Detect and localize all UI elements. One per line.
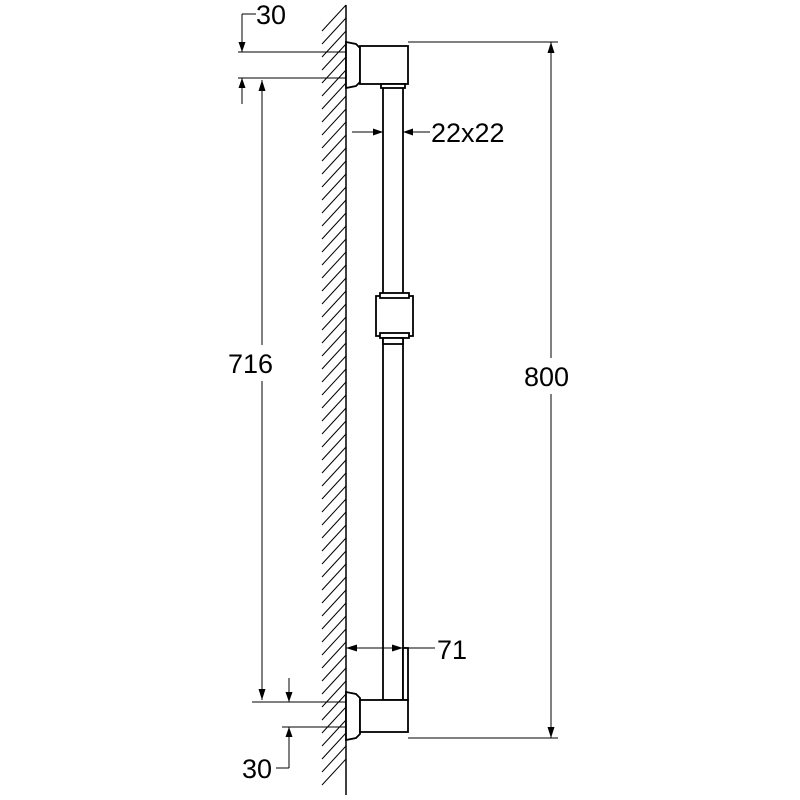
sliding-holder bbox=[375, 295, 414, 337]
sliding-holder-clamp bbox=[382, 337, 404, 345]
wall-hatch-line bbox=[321, 394, 347, 422]
wall-hatch-line bbox=[321, 667, 347, 695]
wall-hatch-line bbox=[321, 732, 347, 760]
wall-hatch-line bbox=[321, 355, 347, 383]
spacing-label: 716 bbox=[228, 349, 273, 379]
top-bracket bbox=[359, 45, 409, 85]
total-label-bg bbox=[522, 358, 582, 394]
rail-bar bbox=[382, 79, 404, 701]
wall-hatch-line bbox=[321, 121, 347, 149]
bottom-offset-arrow-down bbox=[285, 692, 293, 702]
profile-arrow-left bbox=[373, 128, 383, 136]
total-arrow-top bbox=[547, 42, 555, 53]
rail-lower-sleeve bbox=[402, 647, 409, 701]
top-offset-arrow-down bbox=[238, 42, 246, 52]
wall-hatch-line bbox=[321, 199, 347, 227]
total-arrow-bottom bbox=[547, 727, 555, 738]
top-bracket-collar bbox=[380, 83, 406, 89]
wall-hatch-line bbox=[321, 342, 347, 370]
wall-hatch-line bbox=[321, 446, 347, 474]
bottom-bracket bbox=[359, 699, 409, 733]
wall-hatch-line bbox=[321, 498, 347, 526]
wall-hatch-line bbox=[321, 524, 347, 552]
wall-hatch-line bbox=[321, 485, 347, 513]
wall-hatch-line bbox=[321, 43, 347, 71]
spacing-label-bg bbox=[226, 345, 282, 381]
wall-hatch-line bbox=[321, 433, 347, 461]
wall-hatch-line bbox=[321, 628, 347, 656]
wall-hatch-line bbox=[321, 368, 347, 396]
dimension-total-length: 800 bbox=[408, 41, 582, 739]
wall-hatch-line bbox=[321, 225, 347, 253]
dimension-top-offset: 30 bbox=[238, 0, 346, 104]
wall-hatch-line bbox=[321, 550, 347, 578]
wall-hatch-line bbox=[321, 563, 347, 591]
wall-hatch-line bbox=[321, 69, 347, 97]
wall-hatch-line bbox=[321, 251, 347, 279]
wall-hatch-line bbox=[321, 4, 347, 32]
depth-arrow-left bbox=[346, 644, 357, 652]
wall-hatch-line bbox=[321, 316, 347, 344]
wall-hatch-line bbox=[321, 56, 347, 84]
dimension-profile: 22x22 bbox=[352, 118, 505, 148]
wall-hatch-line bbox=[321, 459, 347, 487]
wall-hatch-line bbox=[321, 576, 347, 604]
spacing-arrow-bottom bbox=[258, 689, 266, 700]
wall-hatch-line bbox=[321, 680, 347, 708]
wall-hatch-line bbox=[321, 758, 347, 786]
dimension-depth: 71 bbox=[346, 635, 467, 665]
total-label: 800 bbox=[524, 362, 569, 392]
wall-hatch-line bbox=[321, 277, 347, 305]
top-offset-label: 30 bbox=[256, 0, 286, 30]
wall-hatch-line bbox=[321, 589, 347, 617]
sliding-holder-top-cap bbox=[379, 292, 410, 299]
wall-hatch-line bbox=[321, 654, 347, 682]
wall-hatch-line bbox=[321, 108, 347, 136]
wall-hatch-line bbox=[321, 30, 347, 58]
wall-hatch-line bbox=[321, 212, 347, 240]
bottom-wall-rosette bbox=[345, 690, 361, 742]
dimension-bottom-offset: 30 bbox=[242, 678, 346, 784]
wall-hatch-line bbox=[321, 537, 347, 565]
wall bbox=[321, 4, 347, 795]
wall-hatch-line bbox=[321, 472, 347, 500]
wall-hatch-line bbox=[321, 134, 347, 162]
wall-hatch-line bbox=[321, 602, 347, 630]
bottom-offset-label: 30 bbox=[242, 754, 272, 784]
depth-arrow-right bbox=[392, 644, 403, 652]
wall-hatch-line bbox=[321, 186, 347, 214]
wall-hatch-line bbox=[321, 420, 347, 448]
wall-hatch-line bbox=[321, 615, 347, 643]
wall-hatch-line bbox=[321, 693, 347, 721]
wall-hatch-line bbox=[321, 173, 347, 201]
spacing-arrow-top bbox=[258, 80, 266, 91]
profile-label: 22x22 bbox=[431, 118, 505, 148]
wall-hatch-line bbox=[321, 95, 347, 123]
wall-hatch-line bbox=[321, 290, 347, 318]
wall-hatch-line bbox=[321, 381, 347, 409]
wall-hatch-line bbox=[321, 82, 347, 110]
wall-hatch-line bbox=[321, 238, 347, 266]
wall-hatch-line bbox=[321, 160, 347, 188]
wall-hatch-line bbox=[321, 511, 347, 539]
wall-hatch-line bbox=[321, 303, 347, 331]
top-wall-rosette bbox=[345, 40, 361, 90]
bottom-offset-arrow-up bbox=[285, 727, 293, 737]
wall-hatch-line bbox=[321, 17, 347, 45]
wall-hatch-line bbox=[321, 329, 347, 357]
wall-hatch-line bbox=[321, 407, 347, 435]
profile-arrow-right bbox=[403, 128, 413, 136]
wall-hatch-line bbox=[321, 706, 347, 734]
dimension-bracket-spacing: 716 bbox=[226, 80, 282, 700]
wall-hatch-line bbox=[321, 641, 347, 669]
wall-hatch-line bbox=[321, 147, 347, 175]
top-offset-arrow-up bbox=[238, 78, 246, 88]
shower-rail-assembly bbox=[345, 40, 414, 742]
wall-hatch-line bbox=[321, 264, 347, 292]
depth-label: 71 bbox=[437, 635, 467, 665]
wall-hatch-line bbox=[321, 745, 347, 773]
wall-hatching bbox=[321, 4, 347, 786]
wall-hatch-line bbox=[321, 719, 347, 747]
